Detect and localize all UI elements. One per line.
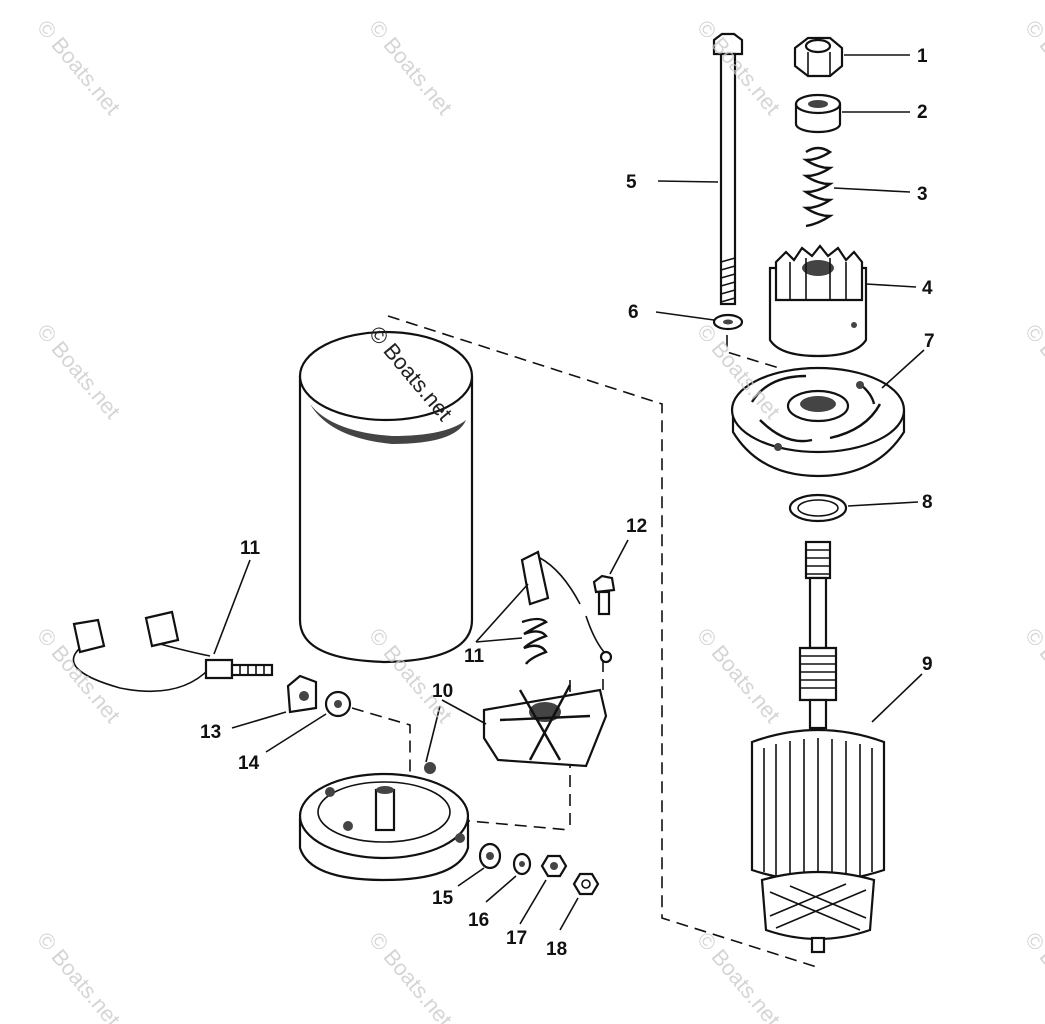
part-9-armature (750, 540, 886, 954)
part-11-brush-left (72, 610, 274, 693)
callout-3: 3 (917, 184, 928, 205)
callout-1: 1 (917, 46, 928, 67)
callout-6: 6 (628, 302, 639, 323)
callout-12: 12 (626, 516, 647, 537)
watermark: © Boats.net (364, 927, 457, 1024)
callout-17: 17 (506, 928, 527, 949)
part-11-brush-right (520, 550, 581, 665)
motor-housing (298, 330, 474, 664)
part-18-nut (572, 872, 600, 896)
part-4-pinion-gear (768, 244, 868, 358)
brush-plate-dashed (351, 707, 411, 775)
assembly-dashed-outline (387, 315, 821, 969)
part-5-through-bolt (712, 32, 744, 306)
callout-7: 7 (924, 331, 935, 352)
part-8-thrust-washer (788, 493, 848, 523)
watermark: © Boats.net (364, 15, 457, 119)
callout-11-left: 11 (240, 538, 261, 559)
part-7-end-cap (730, 366, 906, 478)
callout-10: 10 (432, 681, 453, 702)
part-14-washer (324, 690, 352, 718)
callout-13: 13 (200, 722, 221, 743)
watermark: © Boats.net (1020, 623, 1045, 727)
watermark: © Boats.net (1020, 319, 1045, 423)
callout-8: 8 (922, 492, 933, 513)
brush-plate-dashed-3 (457, 819, 571, 831)
callout-16: 16 (468, 910, 489, 931)
commutator-end-head (298, 762, 470, 882)
watermark: © Boats.net (1020, 927, 1045, 1024)
callout-15: 15 (432, 888, 454, 909)
watermark: © Boats.net (32, 15, 125, 119)
part-16-lockwasher (512, 852, 532, 876)
part-10-brush-plate (482, 684, 608, 768)
assembly-dashed-right (726, 335, 780, 450)
watermark: © Boats.net (692, 623, 785, 727)
part-1-hex-nut (793, 36, 844, 78)
callout-5: 5 (626, 172, 637, 193)
callout-18: 18 (546, 939, 567, 960)
callout-14: 14 (238, 753, 260, 774)
part-12-screw (585, 574, 616, 664)
part-6-washer (712, 313, 744, 331)
part-3-spring (802, 146, 834, 228)
callout-9: 9 (922, 654, 933, 675)
watermark: © Boats.net (692, 15, 785, 119)
callout-labels: 1 2 3 4 5 6 7 8 9 10 11 11 12 13 14 15 1… (200, 46, 935, 960)
callout-2: 2 (917, 102, 928, 123)
part-13-bracket (286, 674, 318, 714)
callout-11-right: 11 (464, 646, 485, 667)
leader-lines (213, 54, 925, 931)
watermark: © Boats.net (32, 927, 125, 1024)
part-2-spacer (794, 93, 842, 134)
part-15-washer (478, 842, 502, 870)
watermark: © Boats.net (1020, 15, 1045, 119)
callout-4: 4 (922, 278, 933, 299)
watermark: © Boats.net (32, 319, 125, 423)
part-17-nut (540, 854, 568, 878)
watermarks: © Boats.net © Boats.net © Boats.net © Bo… (32, 15, 1045, 1024)
